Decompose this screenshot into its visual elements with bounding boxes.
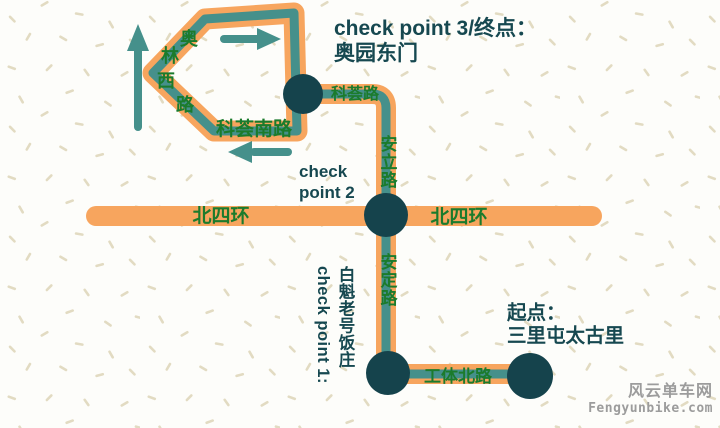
arrow-left-icon (228, 141, 292, 163)
road-label-kehuinanlu: 科荟南路 (215, 119, 293, 140)
checkpoint-3-label: check point 3/终点： 奥园东门 (334, 16, 537, 66)
start-title: 起点： (507, 302, 566, 324)
checkpoint-3-marker (283, 74, 323, 114)
checkpoint-2-label: check point 2 (299, 162, 355, 202)
watermark: 风云单车网 Fengyunbike.com (588, 382, 713, 416)
watermark-site-url: Fengyunbike.com (588, 401, 713, 416)
checkpoint-1-place: 白魁老号饭庄 (336, 266, 354, 368)
road-label-beisihuan-west: 北四环 (192, 206, 250, 227)
checkpoint-1-title: check point 1: (314, 266, 332, 384)
start-point-marker (507, 353, 553, 399)
checkpoint-3-place: 奥园东门 (334, 42, 418, 65)
checkpoint-1-marker (366, 351, 410, 395)
road-label-aolinxilu-char: 林 (161, 46, 179, 66)
checkpoint-3-title: check point 3/终点： (334, 17, 538, 40)
road-label-gongtibeilu: 工体北路 (424, 367, 492, 386)
start-place: 三里屯太古里 (507, 325, 625, 347)
route-loop (148, 8, 302, 136)
arrow-right-icon (220, 28, 281, 50)
road-label-anlilu: 安立路 (377, 135, 397, 189)
arrow-up-icon (127, 24, 149, 131)
watermark-site-name: 风云单车网 (627, 383, 713, 400)
checkpoint-1-label: 白魁老号饭庄 check point 1: (312, 266, 356, 398)
road-label-aolinxilu-char: 路 (176, 95, 194, 115)
road-label-andinglu: 安定路 (377, 253, 397, 307)
road-label-aolinxilu-char: 奥 (180, 29, 198, 49)
road-label-beisihuan-east: 北四环 (430, 207, 488, 228)
road-label-kehuilu: 科荟路 (330, 86, 380, 103)
start-point-label: 起点： 三里屯太古里 (507, 302, 624, 348)
checkpoint-2-marker (364, 193, 408, 237)
road-label-aolinxilu-char: 西 (157, 71, 175, 91)
